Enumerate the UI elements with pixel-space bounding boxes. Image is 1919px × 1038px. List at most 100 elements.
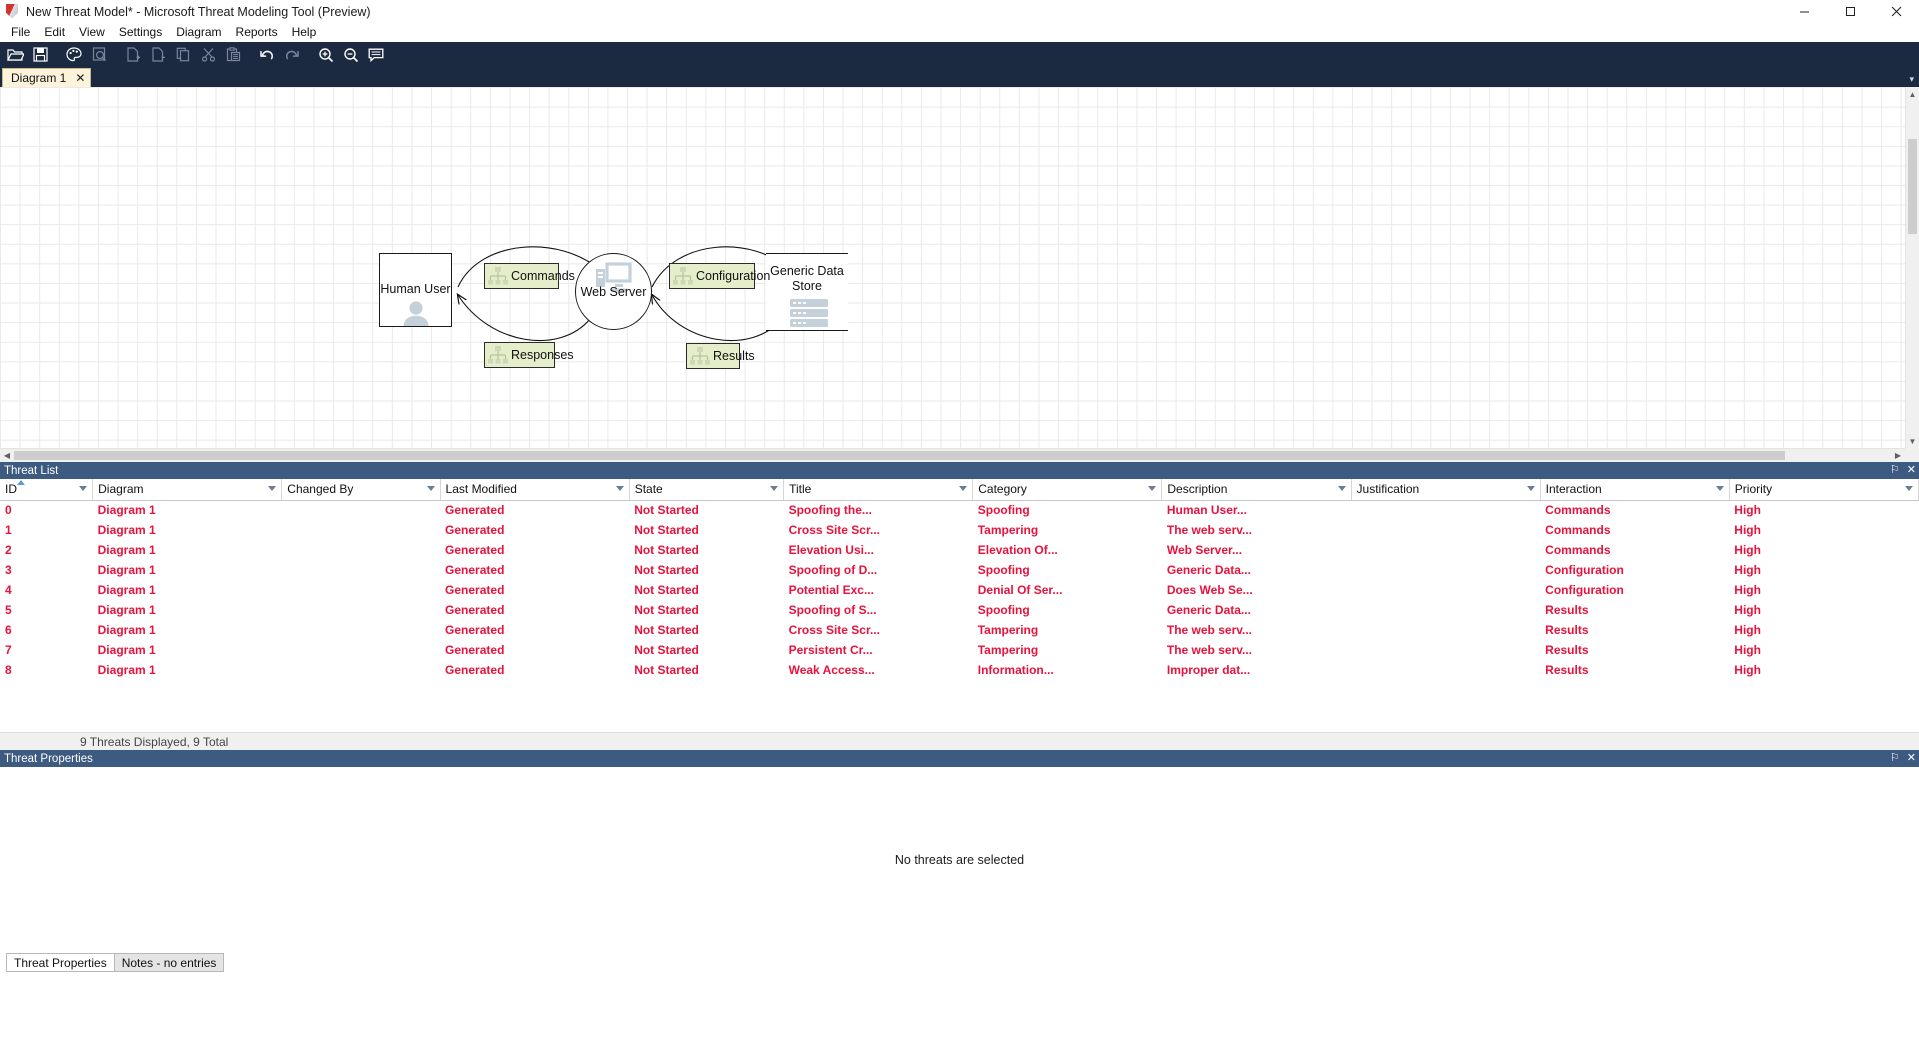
diagram-flow-label-results[interactable]: Results [686, 343, 755, 369]
node-label-web-server: Web Server [580, 284, 647, 299]
diagram-flow-label-responses[interactable]: Responses [484, 342, 574, 368]
add-diagram-icon[interactable] [121, 43, 145, 66]
filter-chevron-down-icon[interactable] [1526, 486, 1535, 491]
cell-changed_by [282, 540, 440, 560]
menu-edit[interactable]: Edit [44, 25, 66, 39]
tab-notes[interactable]: Notes - no entries [113, 953, 225, 972]
menu-reports[interactable]: Reports [235, 25, 278, 39]
column-header-id[interactable]: ID [0, 479, 94, 501]
paste-icon[interactable] [221, 43, 245, 66]
tab-diagram-1[interactable]: Diagram 1 ✕ [2, 68, 92, 87]
cell-description: Generic Data... [1166, 603, 1251, 617]
messages-icon[interactable] [364, 43, 388, 66]
menu-file[interactable]: File [11, 25, 31, 39]
filter-chevron-down-icon[interactable] [79, 486, 88, 491]
menu-view[interactable]: View [79, 25, 105, 39]
copy-diagram-icon[interactable] [171, 43, 195, 66]
diagram-node-web-server[interactable]: Web Server [575, 253, 652, 330]
filter-chevron-down-icon[interactable] [426, 486, 435, 491]
cell-id: 6 [5, 623, 12, 637]
column-header-category[interactable]: Category [972, 479, 1163, 501]
zoom-in-icon[interactable] [314, 43, 338, 66]
menu-settings[interactable]: Settings [118, 25, 163, 39]
tab-label: Diagram 1 [11, 71, 67, 85]
cell-category: Elevation Of... [977, 543, 1058, 557]
scroll-up-icon[interactable]: ▲ [1908, 89, 1917, 99]
undo-icon[interactable] [255, 43, 279, 66]
threat-properties-pin-icon[interactable]: ⚐ [1889, 752, 1900, 764]
diagram-flow-label-commands[interactable]: Commands [484, 263, 575, 289]
filter-chevron-down-icon[interactable] [268, 486, 277, 491]
view-report-icon[interactable] [87, 43, 111, 66]
column-header-state[interactable]: State [629, 479, 785, 501]
cell-id: 0 [5, 503, 12, 518]
cell-interaction: Results [1545, 623, 1589, 637]
network-flow-icon [488, 346, 508, 364]
column-header-diagram[interactable]: Diagram [92, 479, 283, 501]
threat-list-close-icon[interactable]: ✕ [1906, 464, 1916, 476]
tab-overflow-chevron-down-icon[interactable]: ▾ [1909, 74, 1914, 84]
threat-properties-close-icon[interactable]: ✕ [1906, 752, 1916, 764]
zoom-out-icon[interactable] [339, 43, 363, 66]
horizontal-scroll-thumb[interactable] [14, 451, 1785, 460]
cell-last_modified: Generated [445, 583, 505, 597]
maximize-button[interactable] [1827, 0, 1873, 23]
close-button[interactable] [1873, 0, 1919, 23]
filter-chevron-down-icon[interactable] [1148, 486, 1157, 491]
delete-diagram-icon[interactable] [146, 43, 170, 66]
menu-diagram[interactable]: Diagram [176, 25, 222, 39]
column-header-justification[interactable]: Justification [1351, 479, 1541, 501]
redo-icon[interactable] [280, 43, 304, 66]
scroll-left-icon[interactable]: ◀ [3, 451, 11, 460]
filter-chevron-down-icon[interactable] [959, 486, 968, 491]
tab-threat-properties[interactable]: Threat Properties [6, 953, 115, 972]
threat-list-status-bar: 9 Threats Displayed, 9 Total [0, 732, 1919, 750]
tab-close-icon[interactable]: ✕ [75, 71, 86, 85]
menu-help[interactable]: Help [291, 25, 317, 39]
canvas-horizontal-scrollbar[interactable]: ◀ ▶ [0, 448, 1905, 462]
open-icon[interactable] [3, 43, 27, 66]
column-header-interaction[interactable]: Interaction [1540, 479, 1730, 501]
column-header-last_modified[interactable]: Last Modified [440, 479, 630, 501]
column-header-description[interactable]: Description [1161, 479, 1352, 501]
column-header-changed_by[interactable]: Changed By [281, 479, 441, 501]
canvas-vertical-scrollbar[interactable]: ▲ ▼ [1905, 87, 1919, 448]
cell-last_modified: Generated [445, 503, 505, 518]
minimize-button[interactable] [1781, 0, 1827, 23]
filter-chevron-down-icon[interactable] [770, 486, 779, 491]
cell-justification [1351, 640, 1540, 660]
cut-icon[interactable] [196, 43, 220, 66]
save-icon[interactable] [28, 43, 52, 66]
cell-interaction: Commands [1545, 503, 1611, 518]
threat-list-pin-icon[interactable]: ⚐ [1889, 464, 1900, 476]
threat-list-title: Threat List [4, 464, 59, 477]
diagram-flow-label-configuration[interactable]: Configuration [669, 263, 770, 289]
scroll-down-icon[interactable]: ▼ [1908, 436, 1917, 446]
cell-diagram: Diagram 1 [97, 583, 156, 597]
column-header-priority[interactable]: Priority [1729, 479, 1919, 501]
scroll-right-icon[interactable]: ▶ [1894, 451, 1902, 460]
flow-line-results [652, 295, 783, 341]
network-flow-icon [488, 267, 508, 285]
column-header-title[interactable]: Title [783, 479, 974, 501]
filter-chevron-down-icon[interactable] [1715, 486, 1724, 491]
filter-chevron-down-icon[interactable] [1337, 486, 1346, 491]
diagram-node-human-user[interactable]: Human User [379, 253, 452, 327]
filter-chevron-down-icon[interactable] [1905, 486, 1913, 491]
filter-chevron-down-icon[interactable] [615, 486, 624, 491]
vertical-scroll-thumb[interactable] [1908, 139, 1917, 234]
palette-icon[interactable] [62, 43, 86, 66]
